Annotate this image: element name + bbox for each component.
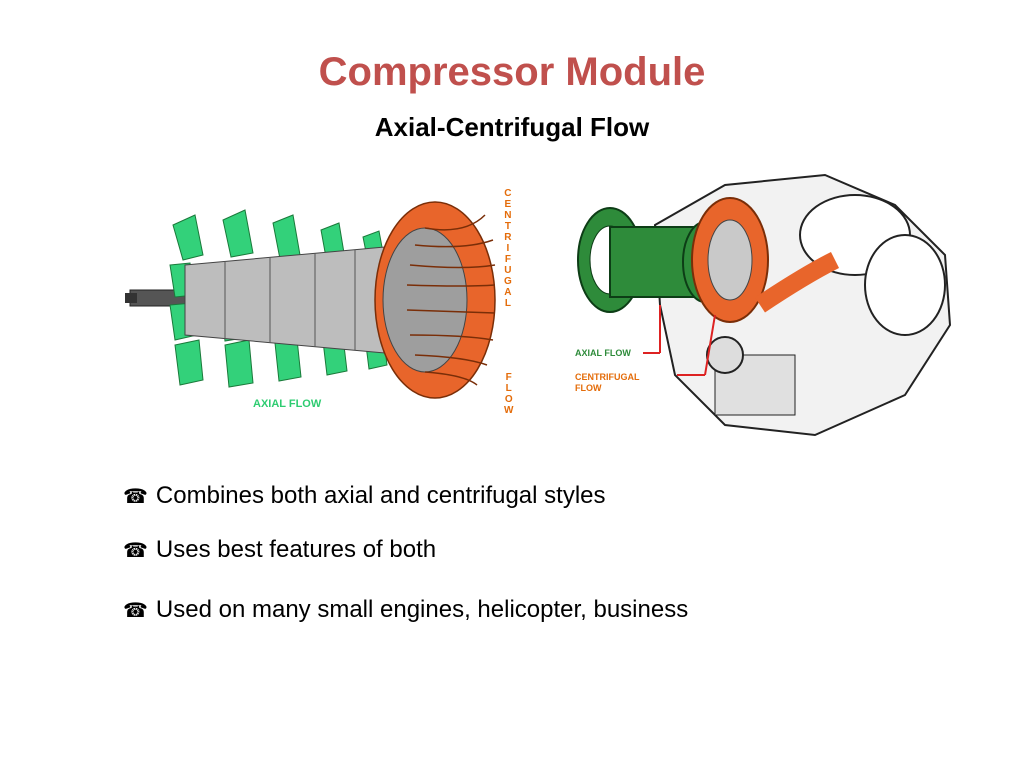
slide-title: Compressor Module [318,50,706,94]
centrifugal-flow-label-right: CENTRIFUGAL FLOW [575,372,640,393]
engine-cutaway-illustration [577,173,952,437]
bullet-text: Combines both axial and centrifugal styl… [155,482,606,509]
axial-centrifugal-rotor-illustration [125,201,496,399]
vertical-letter: O [504,394,513,405]
axial-flow-label-right: AXIAL FLOW [575,348,631,358]
vertical-letter: N [504,210,512,221]
vertical-letter: U [504,265,512,276]
vertical-letter: F [504,254,511,265]
telephone-icon: ☎ [123,540,148,562]
vertical-letter: G [504,276,512,287]
telephone-icon: ☎ [123,486,148,508]
slide-subtitle: Axial-Centrifugal Flow [374,112,650,142]
bullet-item: ☎ Used on many small engines, helicopter,… [123,596,688,624]
vertical-letter: E [504,199,512,210]
vertical-letter: W [504,405,514,416]
vertical-letter: C [504,188,512,199]
vertical-letter: L [504,298,511,309]
vertical-letter: F [505,372,512,383]
vertical-letter: I [506,243,510,254]
telephone-icon: ☎ [123,600,148,622]
axial-flow-label-left: AXIAL FLOW [253,398,322,410]
vertical-letter: A [504,287,512,298]
vertical-letter: L [505,383,512,394]
vertical-letter: T [504,221,511,232]
bullet-text: Used on many small engines, helicopter, … [155,596,689,623]
vertical-letter: R [504,232,512,243]
bullet-item: ☎ Combines both axial and centrifugal sty… [123,482,606,510]
bullet-item: ☎ Uses best features of both [123,536,436,564]
bullet-text: Uses best features of both [155,536,437,563]
